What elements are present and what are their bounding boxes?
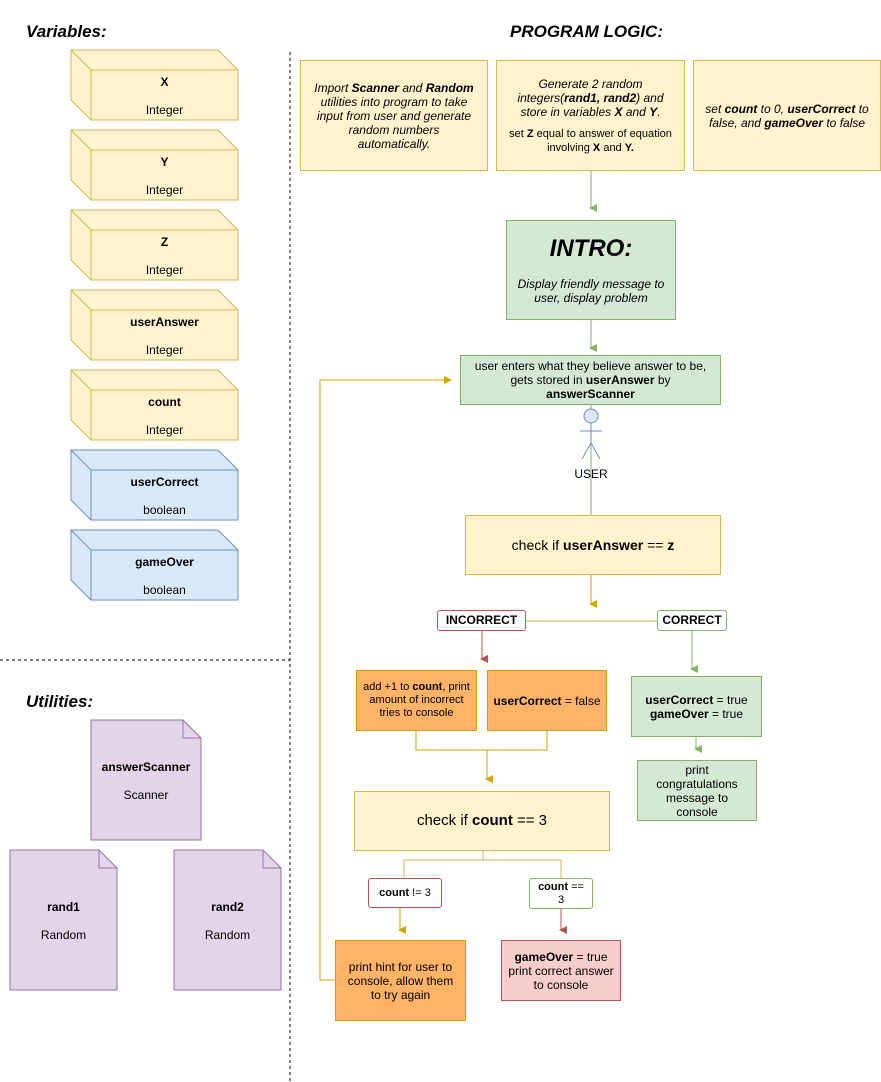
variable-cube-1 bbox=[70, 129, 239, 201]
variable-type: boolean bbox=[143, 503, 186, 517]
set-variables-step: set count to 0, userCorrect to false, an… bbox=[693, 60, 881, 171]
count-equal-label: count == 3 bbox=[529, 878, 593, 909]
add-count-step: add +1 to count, print amount of incorre… bbox=[356, 670, 477, 731]
count-not-equal-label: count != 3 bbox=[368, 878, 442, 908]
user-actor-icon bbox=[580, 408, 602, 460]
set-user-correct-false-step: userCorrect = false bbox=[487, 670, 607, 731]
variable-name: userAnswer bbox=[130, 315, 199, 329]
variable-type: Integer bbox=[145, 263, 184, 277]
utility-document-0 bbox=[90, 719, 202, 841]
variable-type: Integer bbox=[145, 343, 184, 357]
intro-step: INTRO: Display friendly message to user,… bbox=[506, 220, 676, 320]
user-input-step: user enters what they believe answer to … bbox=[460, 355, 721, 405]
variables-heading: Variables: bbox=[26, 22, 107, 41]
utility-name: rand1 bbox=[47, 900, 80, 914]
utility-type: Random bbox=[40, 928, 87, 942]
variable-name: count bbox=[148, 395, 181, 409]
utility-name: answerScanner bbox=[101, 760, 191, 774]
utility-document-1 bbox=[9, 849, 118, 991]
utility-type: Scanner bbox=[123, 788, 169, 802]
variable-cube-6 bbox=[70, 529, 239, 601]
variable-type: Integer bbox=[145, 183, 184, 197]
variable-name: X bbox=[160, 75, 169, 89]
variable-name: Z bbox=[160, 235, 169, 249]
utility-name: rand2 bbox=[211, 900, 244, 914]
utilities-heading: Utilities: bbox=[26, 692, 94, 711]
variable-cubes bbox=[70, 49, 239, 601]
program-logic-heading: PROGRAM LOGIC: bbox=[510, 22, 663, 41]
variable-name: Y bbox=[160, 155, 169, 169]
user-actor-label: USER bbox=[574, 467, 608, 481]
variable-cube-4 bbox=[70, 369, 239, 441]
utility-documents bbox=[9, 719, 282, 991]
import-utilities-step: Import Scanner and Random utilities into… bbox=[300, 60, 488, 171]
game-over-step: gameOver = true print correct answer to … bbox=[501, 940, 621, 1001]
congratulations-step: print congratulations message to console bbox=[637, 760, 757, 821]
intro-title: INTRO: bbox=[549, 235, 633, 262]
intro-description: Display friendly message to user, displa… bbox=[517, 277, 665, 305]
variable-type: Integer bbox=[145, 103, 184, 117]
check-count-step: check if count == 3 bbox=[354, 791, 610, 851]
variable-name: gameOver bbox=[135, 555, 194, 569]
set-correct-true-step: userCorrect = true gameOver = true bbox=[631, 676, 762, 737]
variable-name: userCorrect bbox=[130, 475, 199, 489]
correct-branch-label: CORRECT bbox=[657, 610, 727, 631]
variable-cube-0 bbox=[70, 49, 239, 121]
variable-cube-3 bbox=[70, 289, 239, 361]
utility-document-2 bbox=[173, 849, 282, 991]
variable-type: Integer bbox=[145, 423, 184, 437]
variable-cube-2 bbox=[70, 209, 239, 281]
generate-numbers-step: Generate 2 random integers(rand1, rand2)… bbox=[496, 60, 685, 171]
utility-type: Random bbox=[204, 928, 251, 942]
print-hint-step: print hint for user to console, allow th… bbox=[335, 940, 466, 1021]
incorrect-branch-label: INCORRECT bbox=[437, 610, 526, 631]
variable-type: boolean bbox=[143, 583, 186, 597]
check-answer-step: check if userAnswer == z bbox=[465, 515, 721, 575]
variable-cube-5 bbox=[70, 449, 239, 521]
